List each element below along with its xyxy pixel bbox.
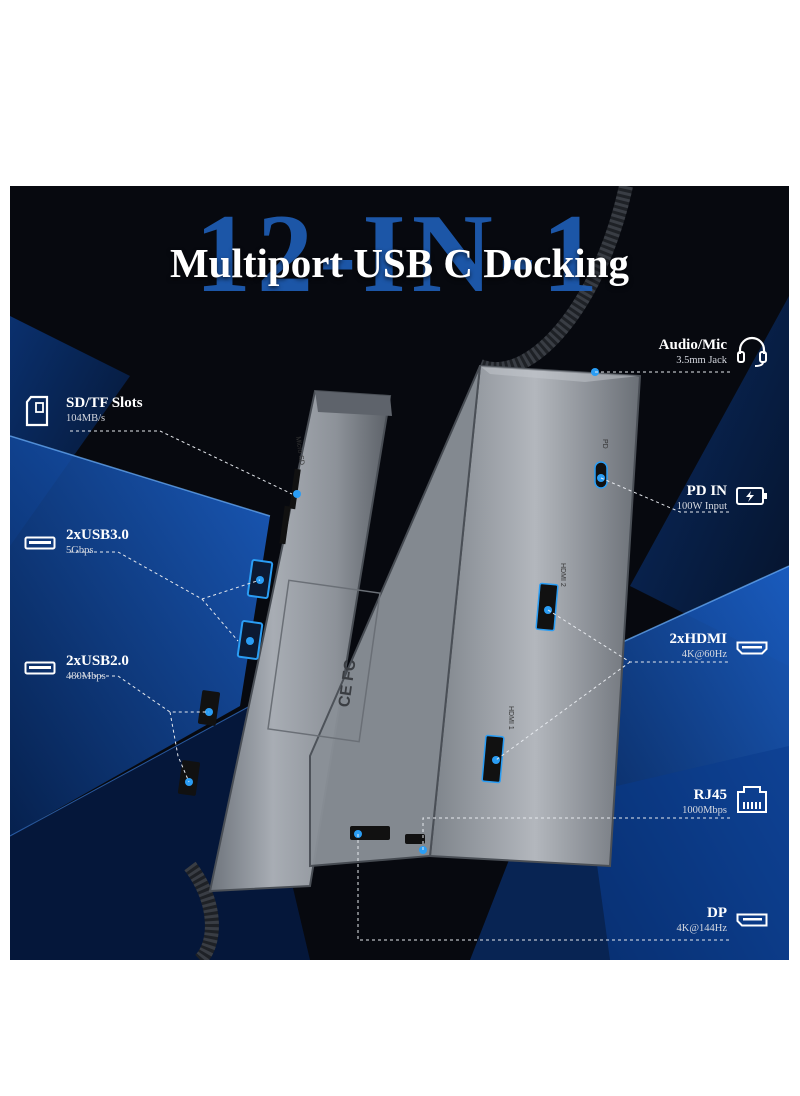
- label-usb3: 2xUSB3.0 5Gbps: [66, 526, 129, 558]
- label-title: SD/TF Slots: [66, 395, 143, 411]
- marking-hdmi1: HDMI 1: [507, 706, 514, 730]
- label-rj45: RJ45 1000Mbps: [682, 786, 727, 818]
- label-title: 2xHDMI: [669, 631, 728, 647]
- hdmi-port-icon: [736, 641, 768, 655]
- label-audio-mic: Audio/Mic 3.5mm Jack: [659, 336, 727, 368]
- label-sub: 100W Input: [676, 501, 727, 512]
- hub-body-left: [208, 389, 392, 893]
- displayport-icon: [736, 913, 768, 927]
- label-title: Audio/Mic: [658, 337, 727, 353]
- label-sub: 4K@144Hz: [676, 923, 728, 934]
- label-sub: 1000Mbps: [682, 805, 727, 816]
- light-plane: [630, 296, 789, 666]
- label-title: 2xUSB2.0: [66, 653, 129, 669]
- label-sub: 104MB/s: [66, 413, 106, 424]
- banner-big-text: 12-IN-1: [194, 192, 605, 316]
- marking-hdmi2: HDMI 2: [559, 563, 566, 587]
- label-sub: 3.5mm Jack: [676, 355, 727, 366]
- battery-charging-icon: [736, 487, 767, 505]
- label-hdmi: 2xHDMI 4K@60Hz: [670, 630, 728, 662]
- label-sub: 480Mbps: [66, 671, 106, 682]
- light-plane: [10, 436, 270, 836]
- label-sd-tf: SD/TF Slots 104MB/s: [66, 394, 143, 426]
- product-banner: 12-IN-1 Multiport USB C Docking SD/TF Sl…: [10, 186, 789, 960]
- label-title: RJ45: [693, 787, 727, 803]
- label-pd-in: PD IN 100W Input: [677, 482, 727, 514]
- label-sub: 5Gbps: [66, 545, 94, 556]
- label-dp: DP 4K@144Hz: [677, 904, 728, 936]
- ethernet-port-icon: [737, 786, 767, 813]
- label-title: 2xUSB3.0: [66, 527, 129, 543]
- background-graphic: [10, 186, 789, 960]
- sd-card-icon: [25, 395, 49, 427]
- usb-port-icon: [24, 536, 56, 550]
- label-title: DP: [707, 905, 727, 921]
- headset-icon: [737, 336, 767, 367]
- label-usb2: 2xUSB2.0 480Mbps: [66, 652, 129, 684]
- marking-pd: PD: [601, 439, 608, 449]
- label-title: PD IN: [686, 483, 727, 499]
- light-plane: [470, 746, 789, 960]
- banner-title: Multiport USB C Docking: [169, 240, 629, 286]
- label-sub: 4K@60Hz: [681, 649, 727, 660]
- leader-lines: [70, 371, 730, 941]
- usb-port-icon: [24, 661, 56, 675]
